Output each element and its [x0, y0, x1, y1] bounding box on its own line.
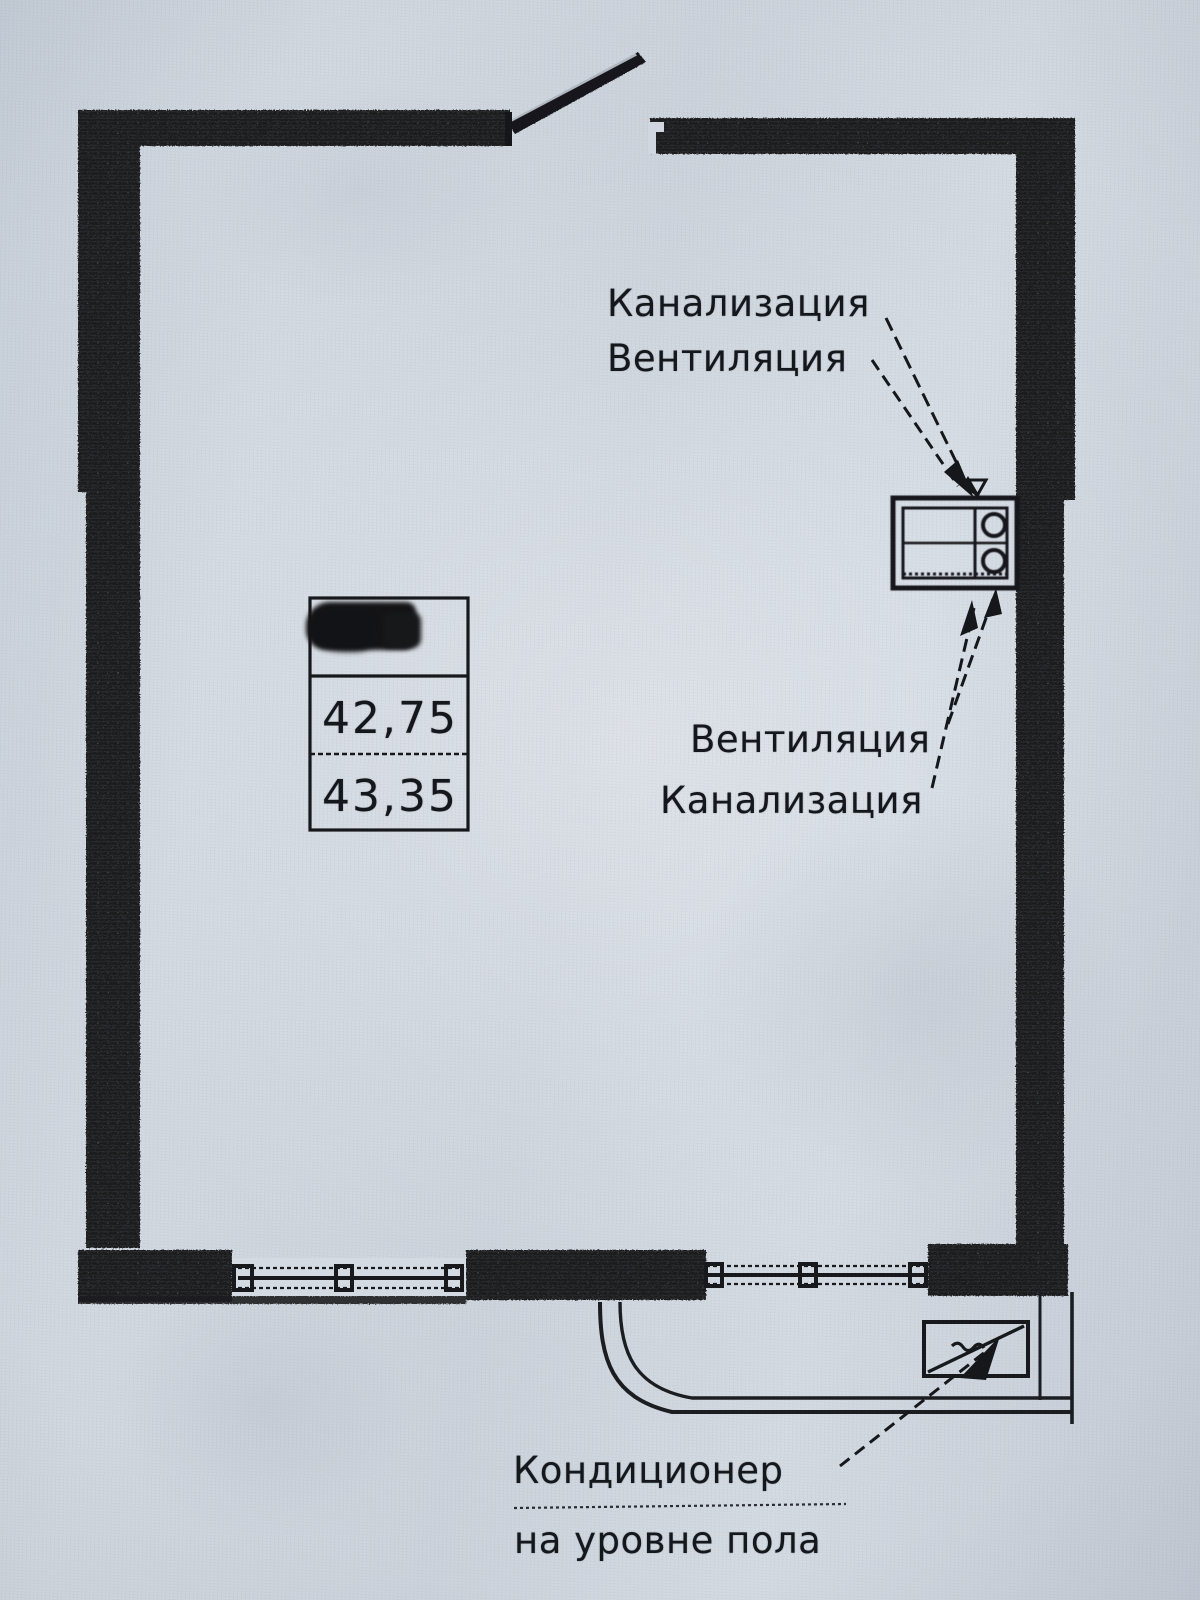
callout-leader-ac	[839, 1336, 1000, 1468]
callout-middle-line2: Канализация	[660, 779, 923, 822]
callout-leaders-middle	[930, 588, 1002, 789]
window-icon	[232, 1258, 466, 1296]
kitchen-sink-unit-icon	[890, 495, 1020, 591]
callout-leaders-top	[870, 317, 989, 500]
callout-underline	[513, 1502, 847, 1510]
redaction-marker-blob-b	[313, 611, 373, 651]
area-table-cell-2: 43,35	[322, 771, 458, 822]
callout-top-line1: Канализация	[607, 282, 870, 325]
area-table	[308, 596, 470, 832]
callout-top-line2: Вентиляция	[607, 337, 848, 380]
redaction-marker-blob-c	[383, 612, 421, 648]
perimeter-walls	[78, 110, 1075, 1304]
callout-bottom-line2: на уровне пола	[514, 1519, 822, 1562]
entry-door-icon	[505, 52, 664, 154]
balcony-door-icon	[704, 1262, 928, 1288]
area-table-cell-1: 42,75	[322, 693, 458, 744]
balcony-outline	[598, 1292, 1074, 1424]
callout-bottom-line1: Кондиционер	[513, 1449, 784, 1492]
callout-middle-line1: Вентиляция	[690, 718, 931, 761]
